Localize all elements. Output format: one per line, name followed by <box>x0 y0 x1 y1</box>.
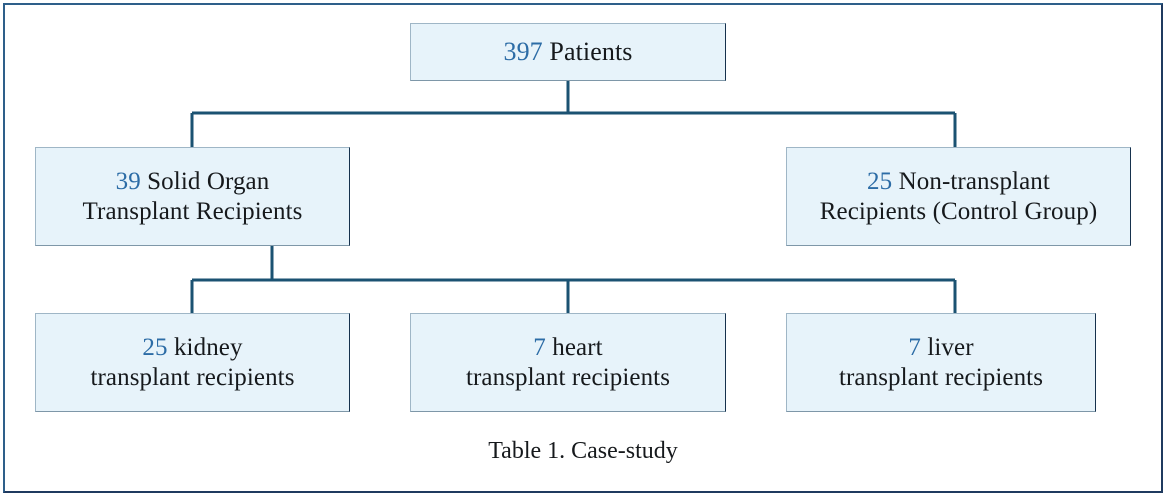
node-liver-label: liver <box>920 334 974 361</box>
node-heart-count: 7 <box>533 334 546 361</box>
node-heart-transplant-recipients[interactable]: 7 heart transplant recipients <box>410 313 726 412</box>
node-solid-organ-count: 39 <box>115 168 141 195</box>
node-heart-label: heart <box>545 334 603 361</box>
node-total-patients-label: Patients <box>542 36 633 66</box>
node-liver-count: 7 <box>908 334 921 361</box>
node-control-count: 25 <box>867 168 893 195</box>
node-liver-line1: 7 liver <box>908 333 973 363</box>
node-solid-organ-line1: 39 Solid Organ <box>116 167 270 197</box>
node-liver-line2: transplant recipients <box>838 363 1044 391</box>
node-kidney-count: 25 <box>142 334 168 361</box>
node-control-label: Non-transplant <box>892 168 1050 195</box>
node-kidney-transplant-recipients[interactable]: 25 kidney transplant recipients <box>35 313 350 412</box>
node-total-patients-count: 397 <box>503 36 543 66</box>
node-control-line1: 25 Non-transplant <box>867 167 1050 197</box>
node-liver-transplant-recipients[interactable]: 7 liver transplant recipients <box>786 313 1096 412</box>
node-heart-line1: 7 heart <box>533 333 602 363</box>
node-heart-line2: transplant recipients <box>465 363 671 391</box>
node-solid-organ-label: Solid Organ <box>140 168 270 195</box>
node-kidney-label: kidney <box>167 334 243 361</box>
node-total-patients[interactable]: 397 Patients <box>410 23 726 81</box>
node-total-patients-line1: 397 Patients <box>503 37 632 68</box>
node-control-line2: Recipients (Control Group) <box>819 197 1098 225</box>
figure-caption: Table 1. Case-study <box>488 438 678 464</box>
node-kidney-line2: transplant recipients <box>90 363 295 391</box>
node-solid-organ-transplant-recipients[interactable]: 39 Solid Organ Transplant Recipients <box>35 147 350 246</box>
node-solid-organ-line2: Transplant Recipients <box>82 197 303 225</box>
node-kidney-line1: 25 kidney <box>142 333 242 363</box>
node-non-transplant-control-group[interactable]: 25 Non-transplant Recipients (Control Gr… <box>786 147 1131 246</box>
